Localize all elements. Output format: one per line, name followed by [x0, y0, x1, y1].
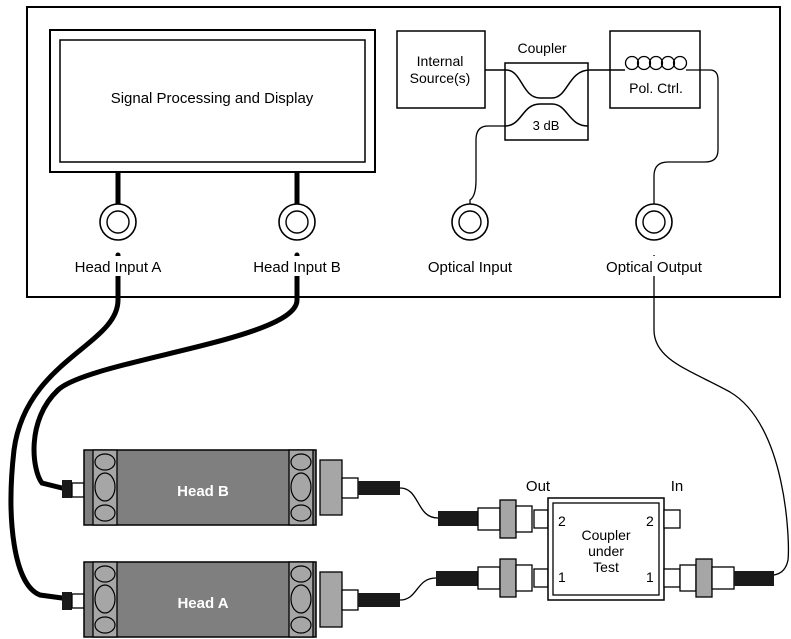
connector-optical-output[interactable] — [635, 203, 673, 241]
coupler-title: Coupler — [517, 40, 566, 56]
optical-output-label: Optical Output — [606, 259, 703, 276]
head-input-a-label: Head Input A — [75, 259, 162, 276]
cable-head-a — [8, 252, 121, 601]
dut-out-label: Out — [526, 478, 551, 495]
head-input-b-label: Head Input B — [253, 259, 341, 276]
optical-input-label: Optical Input — [428, 259, 513, 276]
fiber-to-optical-output — [653, 69, 719, 214]
internal-source-box: Internal Source(s) — [396, 30, 486, 109]
dut-in-label: In — [671, 478, 684, 495]
internal-source-label-1: Internal — [417, 53, 464, 69]
coupler-under-test: Out In Coupler under Test 2 1 2 1 — [436, 478, 774, 601]
dut-port-right-bottom: 1 — [646, 569, 654, 585]
head-b-label: Head B — [177, 483, 229, 500]
dut-port-left-bottom: 1 — [558, 569, 566, 585]
coupler-ratio: 3 dB — [533, 118, 560, 133]
head-a-body — [83, 561, 317, 638]
dut-label-line-1: Coupler — [581, 527, 630, 543]
head-a-plug — [62, 592, 72, 610]
dut-port-right-top: 2 — [646, 513, 654, 529]
display-panel: Signal Processing and Display — [49, 29, 376, 173]
fiber-optical-output-to-dut — [653, 255, 790, 577]
pol-ctrl-label: Pol. Ctrl. — [629, 80, 683, 96]
dut-left-bottom-plug — [436, 571, 478, 586]
internal-coupler: Coupler 3 dB — [485, 40, 591, 141]
connector-head-input-b[interactable] — [278, 203, 316, 241]
dut-label-line-2: under — [588, 543, 624, 559]
head-b-body — [83, 449, 317, 526]
connector-head-input-a[interactable] — [99, 203, 137, 241]
dut-port-left-top: 2 — [558, 513, 566, 529]
fiber-to-optical-input — [469, 125, 505, 214]
head-b-plug — [62, 480, 72, 498]
dut-left-top-plug — [438, 511, 478, 526]
connector-optical-input[interactable] — [451, 203, 489, 241]
dut-right-bottom-plug — [734, 571, 774, 586]
display-label: Signal Processing and Display — [111, 90, 314, 107]
head-a-fiber-plug — [358, 593, 400, 607]
cable-head-b — [31, 252, 300, 491]
head-b-assembly: Head B — [62, 449, 439, 526]
internal-source-label-2: Source(s) — [410, 70, 471, 86]
dut-label-line-3: Test — [593, 559, 619, 575]
head-a-label: Head A — [177, 595, 228, 612]
head-a-assembly: Head A — [62, 561, 437, 638]
fiber-loop-icon — [624, 55, 688, 71]
head-b-fiber-plug — [358, 481, 400, 495]
